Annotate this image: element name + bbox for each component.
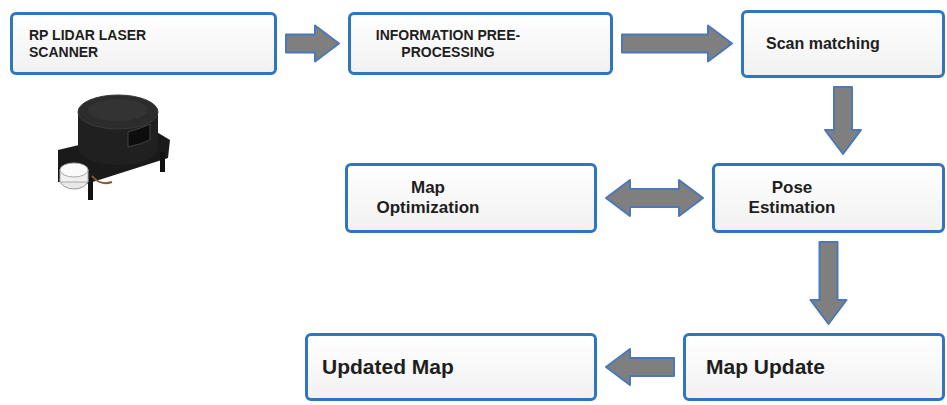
block-arrow xyxy=(286,26,339,62)
block-arrow xyxy=(825,87,861,154)
box-label: Map Optimization xyxy=(368,178,488,219)
lidar-device xyxy=(58,95,170,200)
process-box: Pose Estimation xyxy=(712,163,945,233)
box-label: RP LIDAR LASER SCANNER xyxy=(29,27,159,61)
box-label: Updated Map xyxy=(322,354,454,379)
process-box: Map Update xyxy=(683,333,945,401)
process-box: Scan matching xyxy=(741,10,945,78)
process-box: Map Optimization xyxy=(345,163,597,233)
box-label: Map Update xyxy=(706,354,825,379)
block-arrow xyxy=(811,242,847,324)
process-box: Updated Map xyxy=(305,333,597,401)
process-box: RP LIDAR LASER SCANNER xyxy=(10,12,277,75)
block-arrow xyxy=(606,349,674,385)
process-box: INFORMATION PREE-PROCESSING xyxy=(348,12,613,75)
box-label: Scan matching xyxy=(766,34,880,53)
box-label: Pose Estimation xyxy=(727,178,857,219)
block-arrow xyxy=(606,180,703,216)
block-arrow xyxy=(622,26,732,62)
box-label: INFORMATION PREE-PROCESSING xyxy=(363,27,533,61)
